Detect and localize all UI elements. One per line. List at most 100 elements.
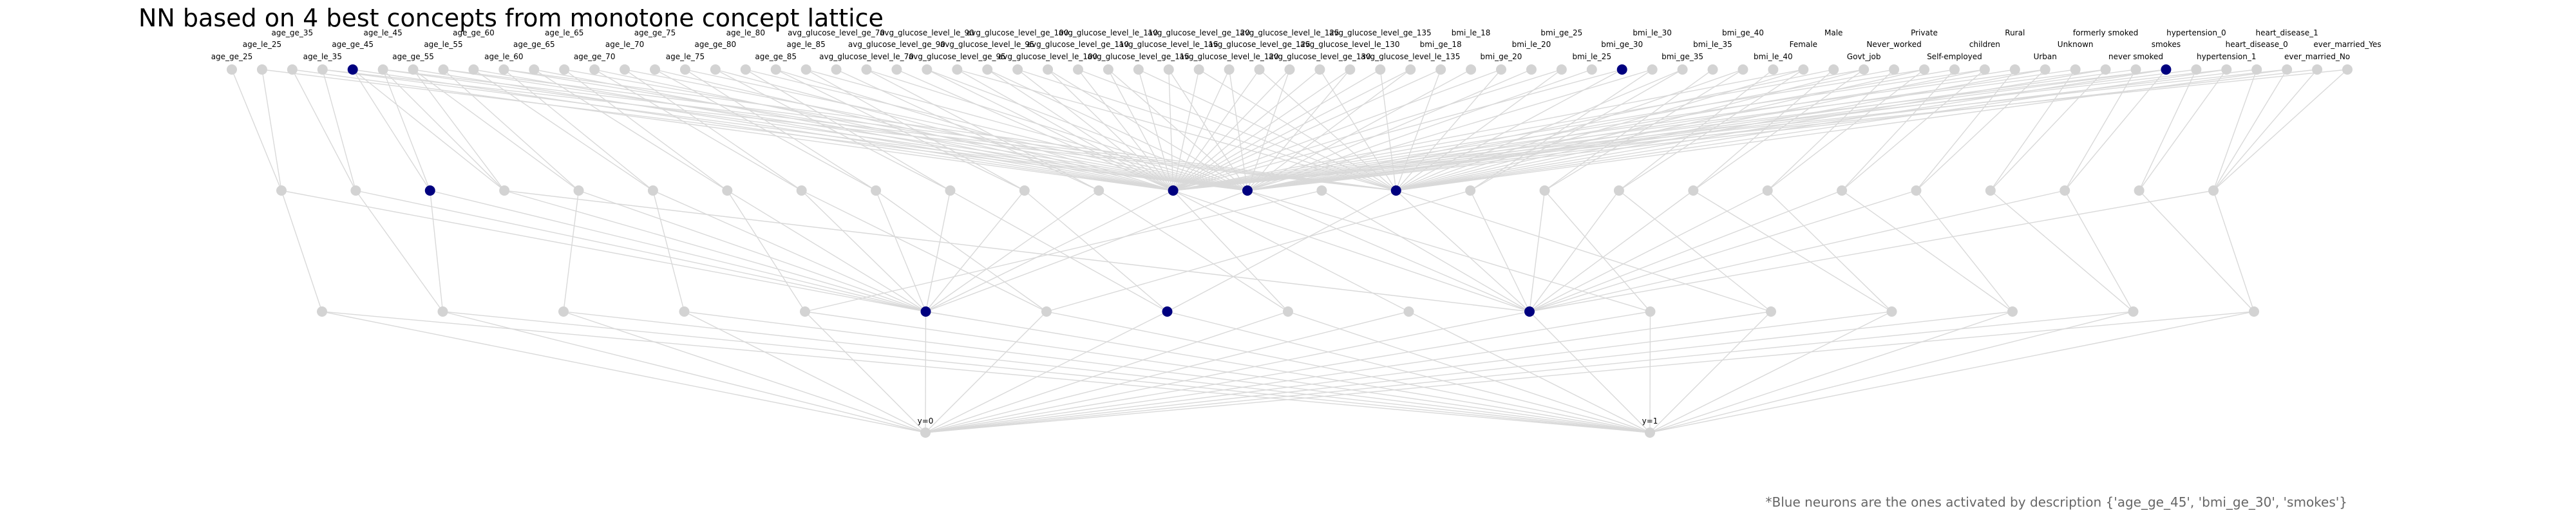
edge-input-hidden1 — [1247, 69, 1653, 191]
input-label: avg_glucose_level_le_110 — [1059, 28, 1158, 37]
neuron-input — [861, 64, 872, 75]
edge-hidden1-hidden2 — [1915, 190, 2013, 312]
input-label: Rural — [2005, 28, 2025, 37]
edge-input-hidden1 — [1396, 69, 1925, 191]
active-neuron-hidden_1 — [424, 185, 435, 196]
active-neuron-input — [347, 64, 358, 75]
neuron-input — [2221, 64, 2232, 75]
edge-hidden1-hidden2 — [925, 190, 951, 312]
edge-hidden1-hidden2 — [355, 190, 444, 312]
input-label: Self-employed — [1927, 52, 1982, 61]
input-label: age_ge_75 — [634, 28, 676, 37]
edge-hidden2-output — [1046, 311, 1651, 433]
edge-input-hidden1 — [1470, 69, 1683, 191]
input-label: bmi_le_40 — [1754, 52, 1793, 61]
edge-hidden1-hidden2 — [1173, 190, 1530, 312]
neuron-input — [2040, 64, 2050, 75]
edge-input-hidden1 — [1618, 69, 1774, 191]
edge-input-hidden1 — [896, 69, 1173, 191]
edge-input-hidden1 — [413, 69, 579, 191]
neuron-hidden_1 — [1688, 185, 1699, 196]
input-label: bmi_le_25 — [1572, 52, 1611, 61]
edge-hidden2-output — [563, 311, 926, 433]
edge-input-hidden1 — [866, 69, 1248, 191]
edge-hidden2-output — [442, 311, 926, 433]
edge-hidden2-output — [925, 311, 927, 433]
edge-hidden2-output — [1649, 311, 2255, 433]
edge-input-hidden1 — [352, 69, 505, 191]
neuron-input — [679, 64, 690, 75]
input-label: avg_glucose_level_ge_135 — [1329, 28, 1432, 37]
edge-input-hidden1 — [1173, 69, 2166, 191]
edge-input-hidden1 — [1247, 69, 2166, 191]
edge-hidden1-hidden2 — [1529, 190, 1546, 312]
edge-input-hidden1 — [1138, 69, 1174, 191]
input-label: avg_glucose_level_le_130 — [1300, 40, 1399, 49]
neuron-input — [1949, 64, 1960, 75]
input-label: age_le_65 — [545, 28, 583, 37]
neuron-hidden_1 — [871, 185, 882, 196]
edge-hidden2-output — [1649, 311, 1651, 433]
edge-input-hidden1 — [624, 69, 1248, 191]
edge-input-hidden1 — [1915, 69, 2046, 191]
neuron-hidden_1 — [1539, 185, 1550, 196]
input-label: hypertension_0 — [2166, 28, 2226, 37]
edge-input-hidden1 — [715, 69, 1173, 191]
neuron-input — [1586, 64, 1597, 75]
edge-input-hidden1 — [2213, 69, 2257, 191]
input-label: bmi_ge_25 — [1540, 28, 1582, 37]
edge-input-hidden1 — [1990, 69, 2107, 191]
edge-hidden2-output — [1167, 311, 1651, 433]
edge-input-hidden1 — [1173, 69, 1925, 191]
input-label: hypertension_1 — [2197, 52, 2257, 61]
input-label: avg_glucose_level_le_125 — [1240, 28, 1339, 37]
neuron-hidden_2 — [2128, 306, 2139, 317]
neuron-input — [2009, 64, 2020, 75]
neuron-input — [1738, 64, 1748, 75]
neuron-input — [1133, 64, 1144, 75]
neuron-hidden_1 — [1837, 185, 1848, 196]
edge-input-hidden1 — [685, 69, 1248, 191]
edge-hidden1-hidden2 — [1529, 190, 1768, 312]
input-label: bmi_le_30 — [1633, 28, 1672, 37]
neuron-input — [1284, 64, 1295, 75]
neuron-input — [2100, 64, 2111, 75]
neuron-input — [740, 64, 751, 75]
input-label: avg_glucose_level_le_90 — [880, 28, 974, 37]
input-label: age_le_25 — [243, 40, 281, 49]
edge-hidden2-output — [1649, 311, 1772, 433]
neuron-input — [1859, 64, 1870, 75]
neuron-hidden_1 — [2134, 185, 2145, 196]
edge-input-hidden1 — [1172, 69, 1200, 191]
neuron-input — [952, 64, 963, 75]
neuron-input — [2130, 64, 2141, 75]
input-label: avg_glucose_level_ge_110 — [1027, 40, 1130, 49]
edge-input-hidden1 — [1173, 69, 1320, 191]
neuron-hidden_1 — [2060, 185, 2070, 196]
edge-input-hidden1 — [261, 69, 282, 191]
edge-input-hidden1 — [1173, 69, 2045, 191]
edge-input-hidden1 — [1173, 69, 1864, 191]
input-label: age_ge_65 — [513, 40, 555, 49]
edge-hidden2-output — [1649, 311, 2134, 433]
edge-input-hidden1 — [352, 69, 431, 191]
edge-hidden2-output — [321, 311, 1651, 433]
neuron-input — [831, 64, 842, 75]
edge-hidden1-hidden2 — [804, 190, 1322, 312]
input-label: bmi_ge_20 — [1481, 52, 1522, 61]
edge-hidden1-hidden2 — [1098, 190, 1289, 312]
edge-input-hidden1 — [1319, 69, 1397, 191]
edge-input-hidden1 — [443, 69, 1248, 191]
neuron-input — [408, 64, 419, 75]
edge-input-hidden1 — [1396, 69, 2045, 191]
edge-input-hidden1 — [1173, 69, 1804, 191]
edge-input-hidden1 — [1173, 69, 1381, 191]
input-label: bmi_ge_40 — [1722, 28, 1764, 37]
edge-hidden2-output — [1649, 311, 2013, 433]
neuron-input — [1919, 64, 1929, 75]
edges-group — [231, 69, 2348, 433]
edge-input-hidden1 — [1396, 69, 1804, 191]
edge-input-hidden1 — [1173, 69, 2348, 191]
edge-hidden2-output — [442, 311, 1651, 433]
